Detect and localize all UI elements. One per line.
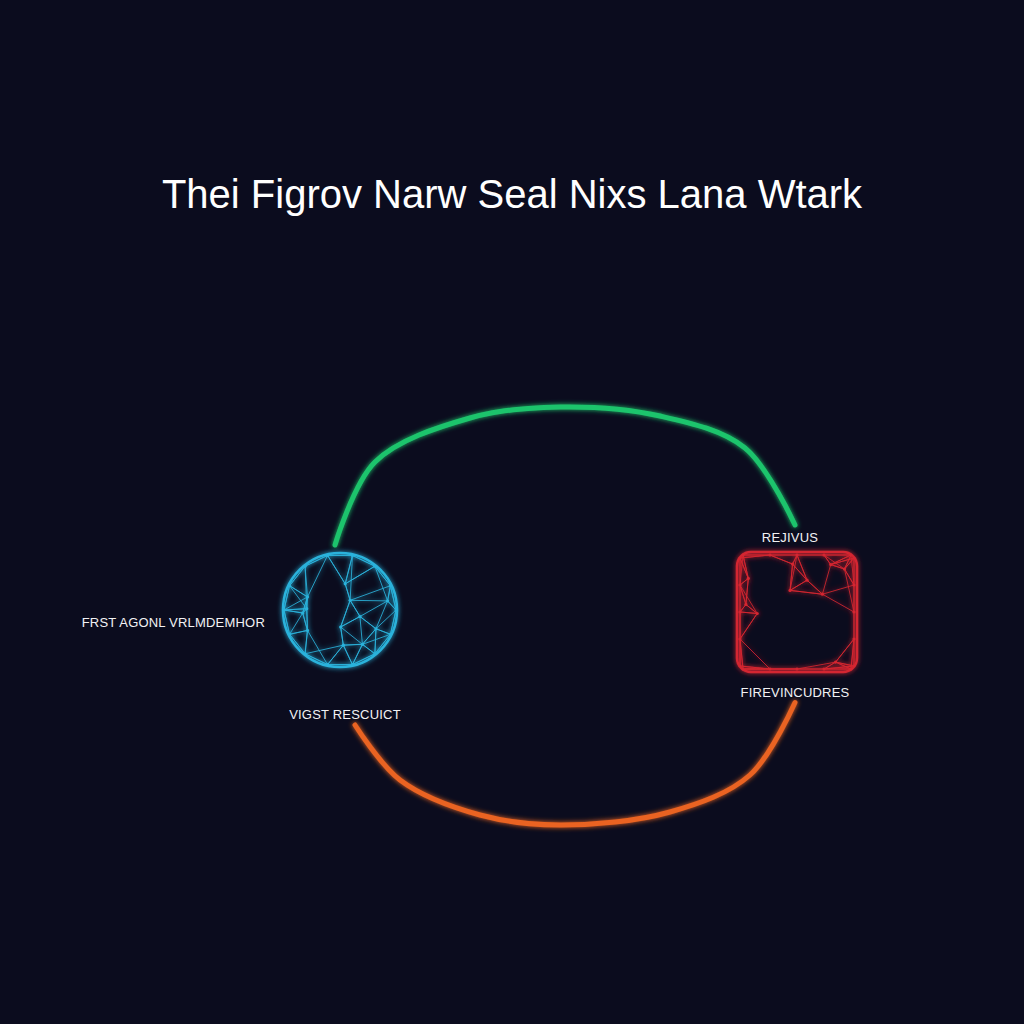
network-square-node: REJIVUS FIREVINCUDRES xyxy=(720,525,880,703)
arc-connector xyxy=(355,703,795,826)
node-label: REJIVUS xyxy=(762,530,818,545)
arc-connector xyxy=(335,407,795,545)
node-label: VIGST RESCUICT xyxy=(289,707,401,722)
node-label: FIREVINCUDRES xyxy=(741,685,850,700)
network-circle-node: FRST AGONL VRLMDEMHOR VIGST RESCUICT xyxy=(60,545,410,725)
diagram-title: Thei Figrov Narw Seal Nixs Lana Wtark xyxy=(0,172,1024,217)
node-label: FRST AGONL VRLMDEMHOR xyxy=(82,615,265,630)
network-sphere xyxy=(280,550,400,670)
network-square xyxy=(735,550,859,674)
